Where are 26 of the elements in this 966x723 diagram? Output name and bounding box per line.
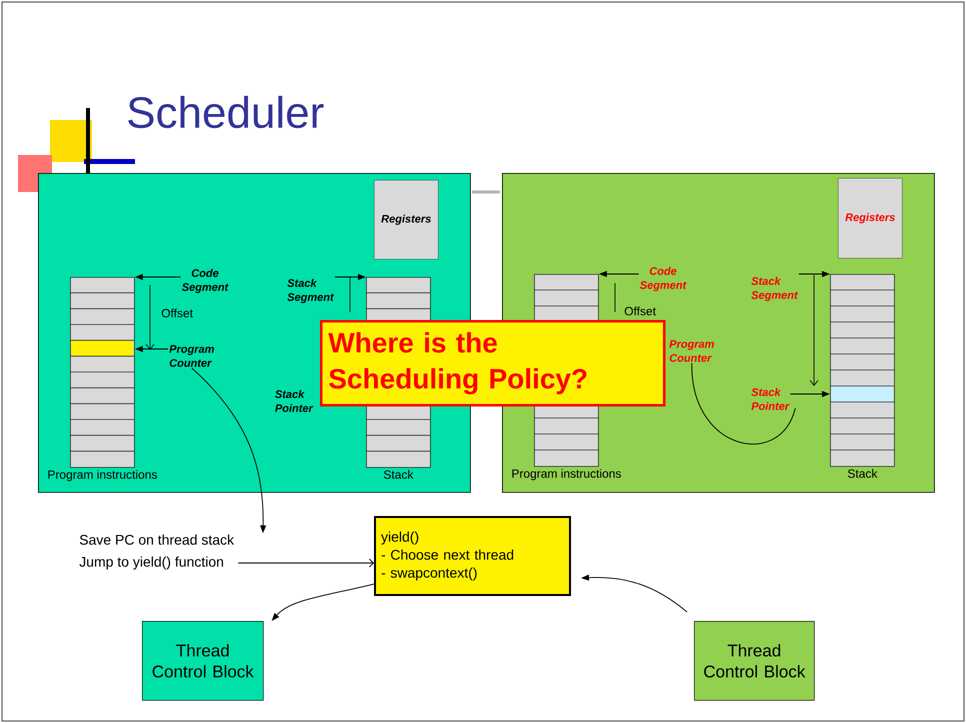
arrow <box>238 558 374 568</box>
node-label: Program instructions <box>512 469 621 480</box>
offset-label: Offset <box>162 308 193 318</box>
callout-box: Where is the Scheduling Policy? <box>320 320 666 406</box>
note-text: Save PC on thread stack Jump to yield() function <box>79 534 234 570</box>
slide-title: Scheduler <box>128 96 324 128</box>
pointer-label: Stack Pointer <box>275 390 314 412</box>
function-box: yield() - Choose next thread - swapcontext() <box>374 516 571 596</box>
segment-label: Stack Segment <box>751 276 798 302</box>
node-label: Stack <box>384 470 414 479</box>
register-box: Registers <box>374 180 438 260</box>
register-box: Registers <box>838 178 902 258</box>
node-label: Program instructions <box>48 470 157 482</box>
pointer-label: Program Counter <box>669 340 714 362</box>
memory-column: Program instructions <box>48 277 157 482</box>
connector-line <box>691 362 796 444</box>
segment-label: Code Segment <box>640 266 687 292</box>
segment-label: Stack Segment <box>287 278 334 304</box>
memory-column: Stack <box>830 274 895 478</box>
offset-label: Offset <box>624 306 656 316</box>
node-label: Stack <box>848 469 878 478</box>
control-block-box: Thread Control Block <box>694 621 815 701</box>
segment-label: Code Segment <box>182 268 229 294</box>
pointer-label: Program Counter <box>169 345 214 367</box>
control-block-box: Thread Control Block <box>142 621 264 701</box>
pointer-label: Stack Pointer <box>751 388 790 410</box>
